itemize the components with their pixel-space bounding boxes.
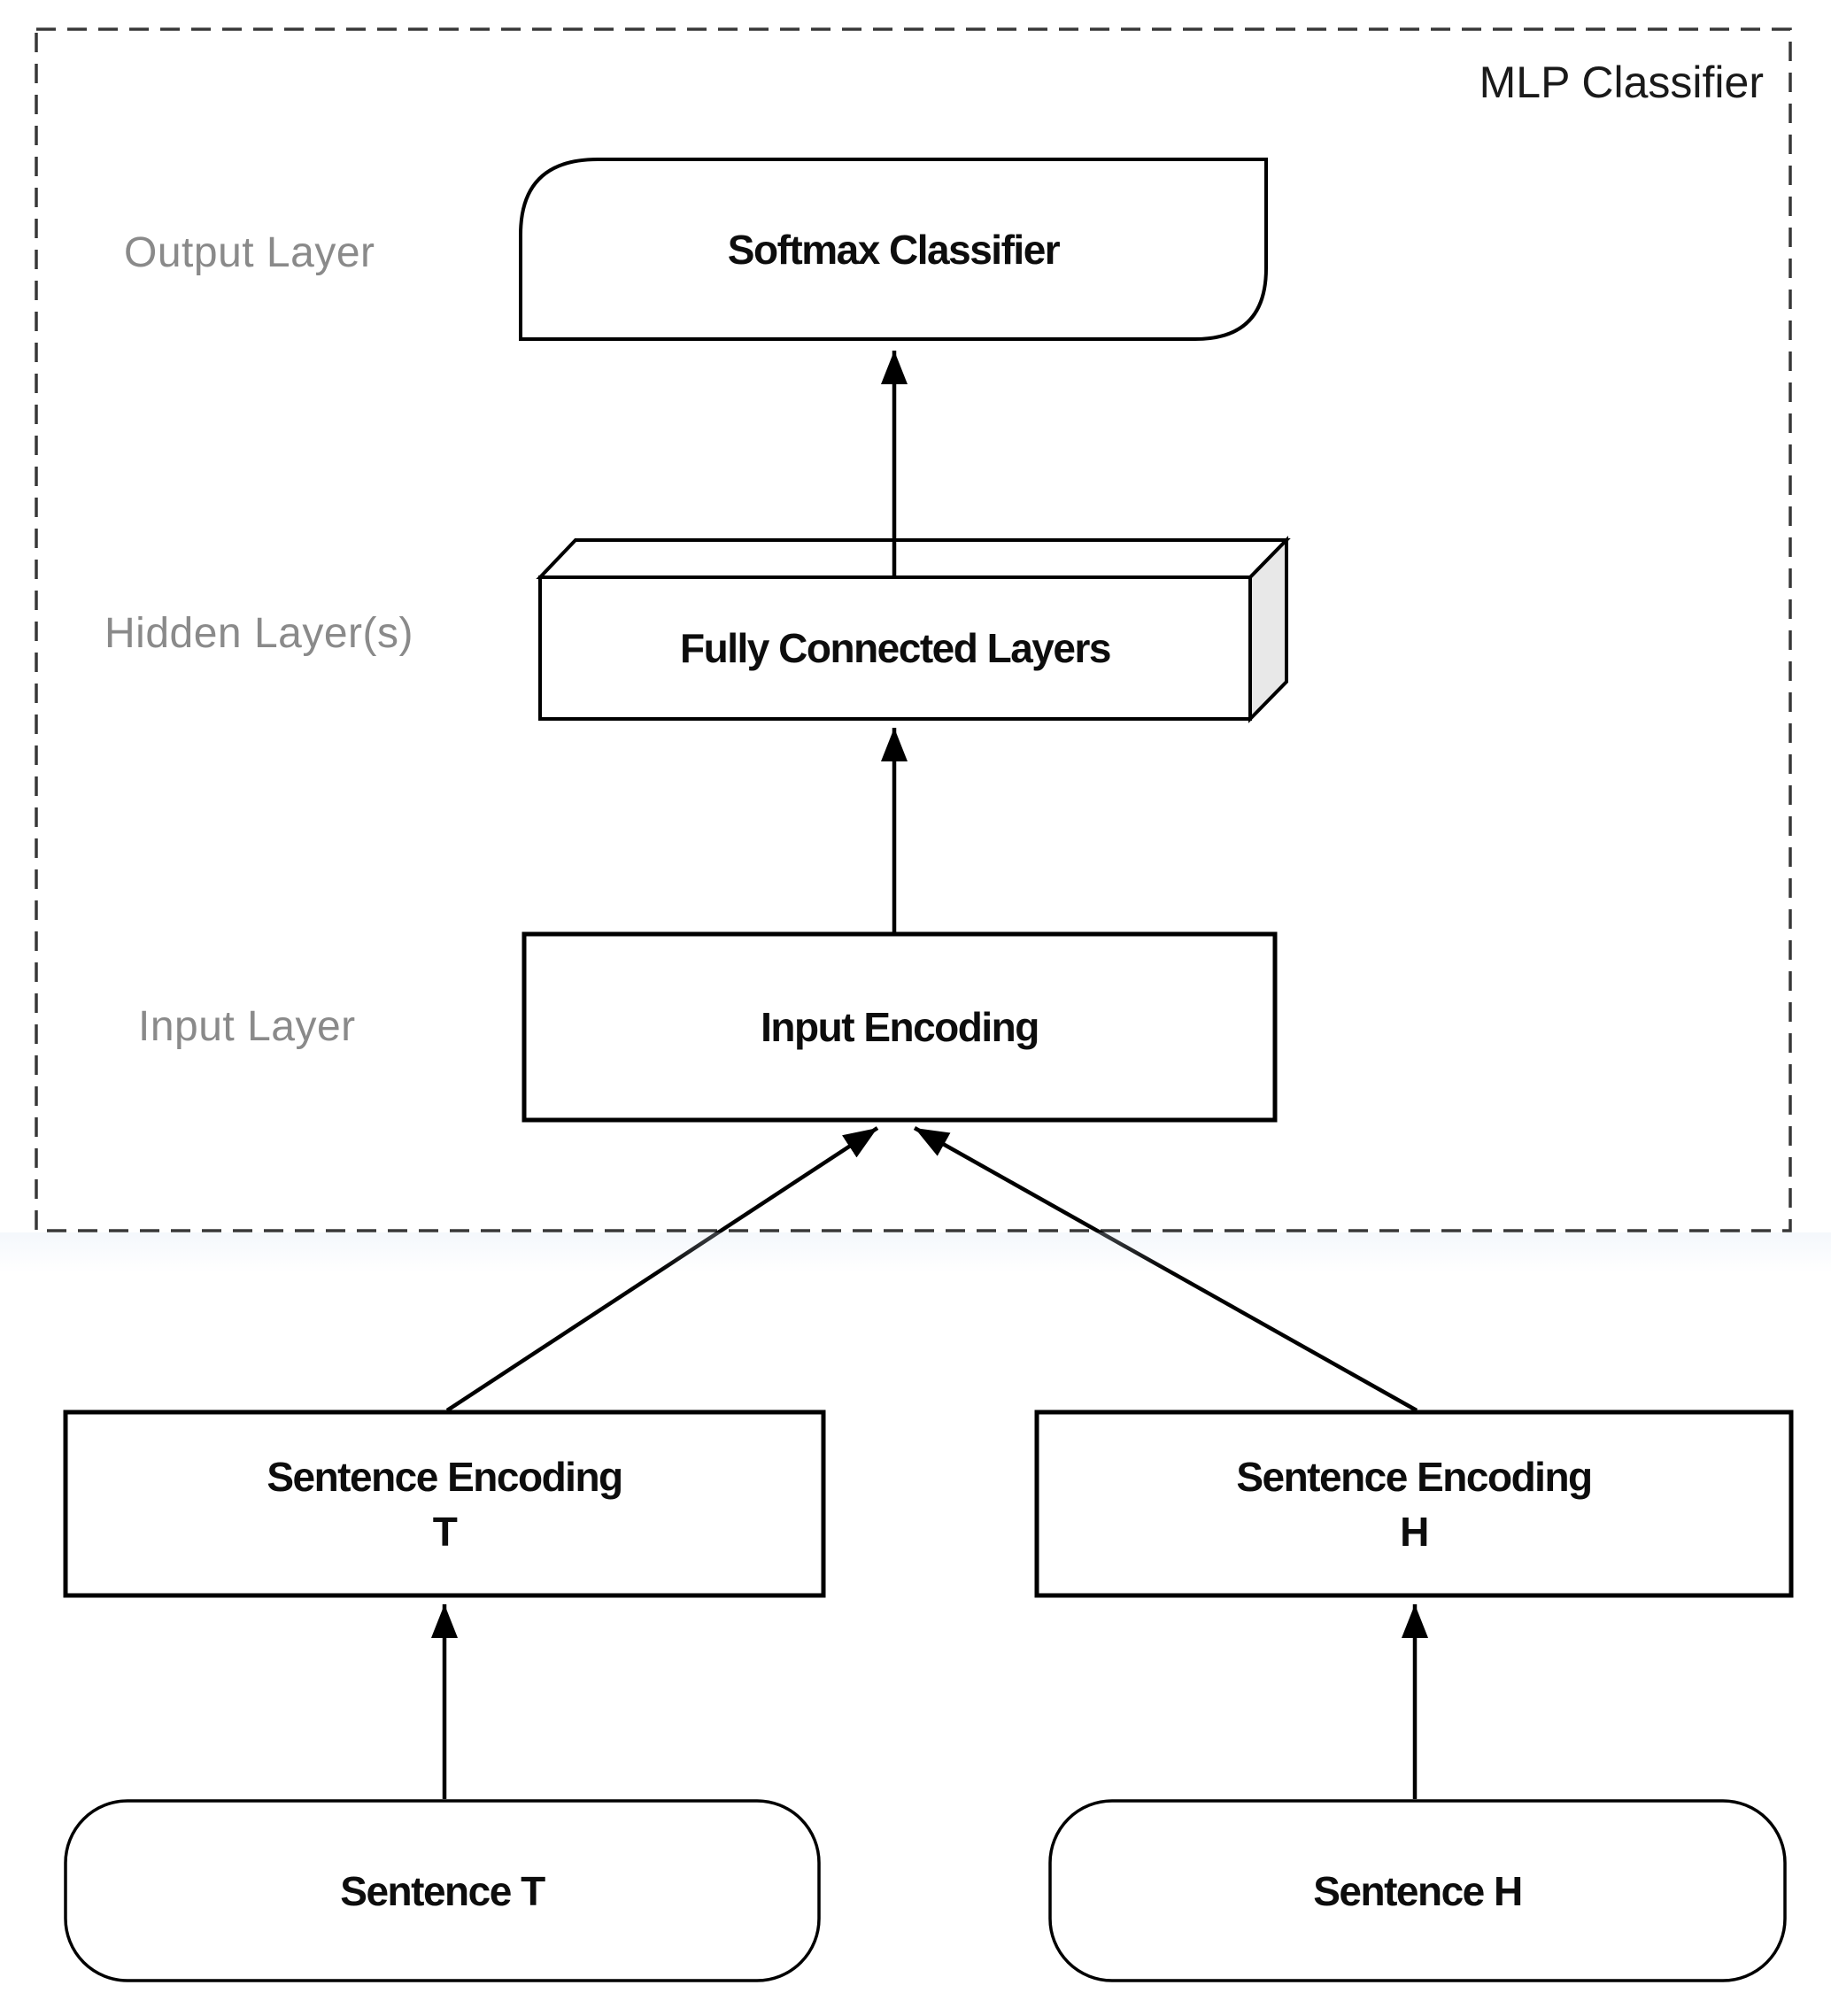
softmax-classifier-node (519, 158, 1268, 341)
softmax-classifier-label: Softmax Classifier (727, 226, 1061, 273)
diagram-title: MLP Classifier (1479, 58, 1764, 107)
cube-top-face (536, 538, 1291, 579)
mlp-classifier-boundary (35, 27, 1792, 1232)
sentence-encoding-t-label: Sentence Encoding T (66, 1425, 823, 1582)
sentence-encoding-h-label: Sentence Encoding H (1037, 1425, 1791, 1582)
sentence-encoding-h-label-line1: Sentence Encoding (1236, 1453, 1593, 1500)
sentence-encoding-t-label-line1: Sentence Encoding (267, 1453, 623, 1500)
hidden-layer-label: Hidden Layer(s) (104, 610, 413, 657)
sentence-h-label: Sentence H (1313, 1867, 1523, 1914)
sentence-encoding-t-node (63, 1410, 826, 1598)
sentence-t-label: Sentence T (340, 1867, 545, 1914)
input-encoding-node (521, 931, 1278, 1123)
edge-sentence-encoding-t-to-input-encoding (445, 1126, 879, 1412)
sentence-t-node (64, 1799, 821, 1982)
fully-connected-layers-label: Fully Connected Layers (680, 625, 1111, 671)
input-encoding-label: Input Encoding (761, 1004, 1039, 1050)
sentence-encoding-h-node (1034, 1410, 1794, 1598)
sentence-encoding-t-label-line2: T (432, 1508, 458, 1555)
edge-sentence-encoding-h-to-input-encoding (913, 1126, 1418, 1412)
input-layer-label: Input Layer (138, 1003, 356, 1050)
sentence-h-node (1048, 1799, 1787, 1982)
sentence-encoding-h-label-line2: H (1400, 1508, 1429, 1555)
output-layer-label: Output Layer (124, 229, 375, 276)
